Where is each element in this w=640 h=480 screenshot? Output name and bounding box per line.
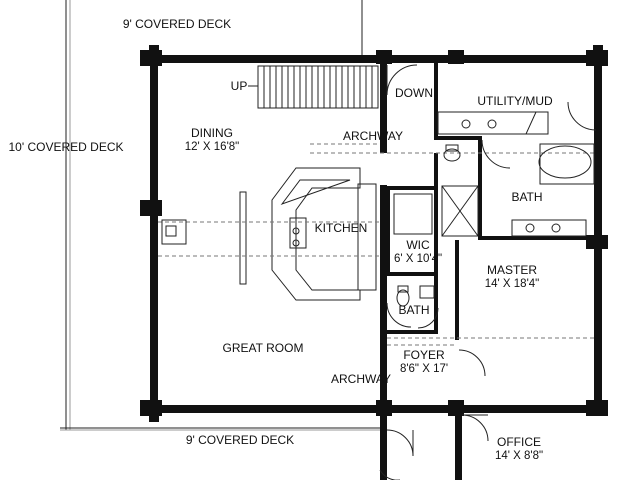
room-label-bath-upper: BATH (511, 190, 542, 204)
room-label-great-room: GREAT ROOM (223, 341, 304, 355)
room-name: 9' COVERED DECK (122, 17, 232, 31)
room-name: WIC (406, 238, 430, 252)
room-name: KITCHEN (314, 221, 368, 235)
room-label-deck-left: 10' COVERED DECK (9, 140, 124, 154)
room-name: UTILITY/MUD (477, 94, 553, 108)
room-name: OFFICE (497, 435, 541, 449)
room-name: 10' COVERED DECK (8, 140, 124, 154)
room-label-office: OFFICE 14' X 8'8" (495, 435, 543, 463)
room-name: GREAT ROOM (222, 341, 304, 355)
room-label-deck-bottom: 9' COVERED DECK (186, 433, 294, 447)
room-label-wic: WIC 6' X 10'4" (394, 238, 442, 266)
room-name: BATH (511, 190, 543, 204)
room-label-foyer: FOYER 8'6" X 17' (400, 348, 448, 376)
room-size: 14' X 18'4" (484, 278, 540, 290)
door-swings (379, 64, 597, 480)
room-label-deck-top: 9' COVERED DECK (123, 17, 231, 31)
room-size: 6' X 10'4" (393, 253, 443, 265)
room-label-dining: DINING 12' X 16'8" (185, 126, 240, 154)
room-label-bath-lower: BATH (398, 303, 429, 317)
room-size: 8'6" X 17' (399, 363, 449, 375)
archway-label-upper: ARCHWAY (343, 129, 403, 143)
room-name: 9' COVERED DECK (185, 433, 295, 447)
room-name: DINING (190, 126, 233, 140)
room-name: BATH (398, 303, 430, 317)
room-name: FOYER (403, 348, 445, 362)
room-name: MASTER (486, 263, 538, 277)
room-size: 12' X 16'8" (184, 141, 240, 153)
stair-up-label: UP (230, 79, 248, 93)
fireplace (161, 219, 187, 245)
room-size: 14' X 8'8" (494, 450, 544, 462)
archway-label-lower: ARCHWAY (331, 372, 391, 386)
kitchen-island (239, 167, 377, 301)
room-label-utility: UTILITY/MUD (477, 94, 552, 108)
room-label-kitchen: KITCHEN (315, 221, 368, 235)
stairs (248, 65, 379, 109)
stair-down-label: DOWN (395, 86, 433, 100)
room-label-master: MASTER 14' X 18'4" (485, 263, 540, 291)
beam-lines (158, 143, 596, 346)
interior-walls (380, 63, 596, 480)
bath-fixtures (393, 111, 595, 307)
